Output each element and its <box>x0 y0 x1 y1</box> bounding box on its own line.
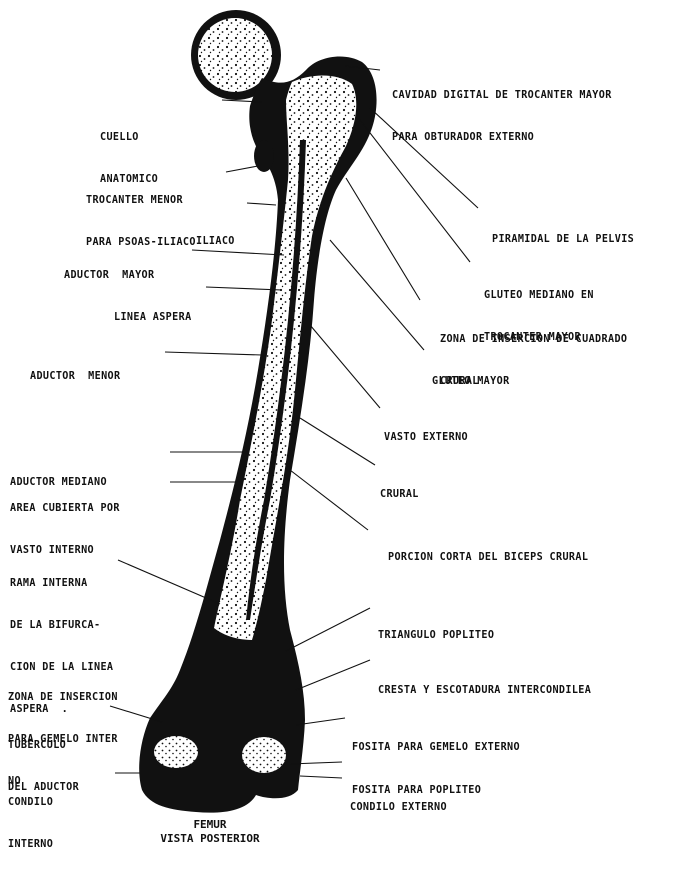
label-line: ADUCTOR MAYOR <box>64 268 154 282</box>
label-line: CUELLO <box>100 130 158 144</box>
label-cavidad-digital: CAVIDAD DIGITAL DE TROCANTER MAYOR PARA … <box>392 60 612 172</box>
label-line: ZONA DE INSERCION DE CUADRADO <box>440 332 627 346</box>
caption-subtitle: VISTA POSTERIOR <box>140 832 280 846</box>
label-line: LINEA ASPERA <box>114 310 192 324</box>
label-iliaco: ILIACO <box>196 206 235 276</box>
label-line: GLUTEO MEDIANO EN <box>484 288 594 302</box>
label-condilo-externo: CONDILO EXTERNO <box>350 772 447 842</box>
label-line: CONDILO <box>8 795 53 809</box>
label-line: RAMA INTERNA <box>10 576 113 590</box>
label-line: VASTO EXTERNO <box>384 430 468 444</box>
label-line: GLUTEO MAYOR <box>432 374 510 388</box>
label-condilo-interno: CONDILO INTERNO <box>8 767 53 879</box>
label-line: CONDILO EXTERNO <box>350 800 447 814</box>
label-line: CRURAL <box>380 487 419 501</box>
caption-title: FEMUR <box>140 818 280 832</box>
label-line: CAVIDAD DIGITAL DE TROCANTER MAYOR <box>392 88 612 102</box>
label-line: ZONA DE INSERCION <box>8 690 118 704</box>
figure-caption: FEMUR VISTA POSTERIOR <box>140 818 280 846</box>
label-linea-aspera: LINEA ASPERA <box>114 282 192 352</box>
femur-diagram: CAVIDAD DIGITAL DE TROCANTER MAYOR PARA … <box>0 0 692 851</box>
label-aductor-menor: ADUCTOR MENOR <box>30 341 120 411</box>
label-line: CRESTA Y ESCOTADURA INTERCONDILEA <box>378 683 591 697</box>
label-line: PARA OBTURADOR EXTERNO <box>392 130 612 144</box>
label-line: DE LA BIFURCA- <box>10 618 113 632</box>
condyle-internal-texture <box>154 736 198 768</box>
label-line: ILIACO <box>196 234 235 248</box>
label-line: AREA CUBIERTA POR <box>10 501 120 515</box>
label-line: PORCION CORTA DEL BICEPS CRURAL <box>388 550 588 564</box>
label-line: FOSITA PARA GEMELO EXTERNO <box>352 740 520 754</box>
label-line: ADUCTOR MENOR <box>30 369 120 383</box>
label-porcion-corta: PORCION CORTA DEL BICEPS CRURAL <box>388 522 588 592</box>
label-line: PIRAMIDAL DE LA PELVIS <box>492 232 634 246</box>
label-line: INTERNO <box>8 837 53 851</box>
label-crural: CRURAL <box>380 459 419 529</box>
lesser-trochanter <box>254 140 274 172</box>
label-line: TUBERCULO <box>8 738 79 752</box>
label-line: TROCANTER MENOR <box>86 193 196 207</box>
label-line: TRIANGULO POPLITEO <box>378 628 494 642</box>
condyle-external-texture <box>242 737 286 773</box>
